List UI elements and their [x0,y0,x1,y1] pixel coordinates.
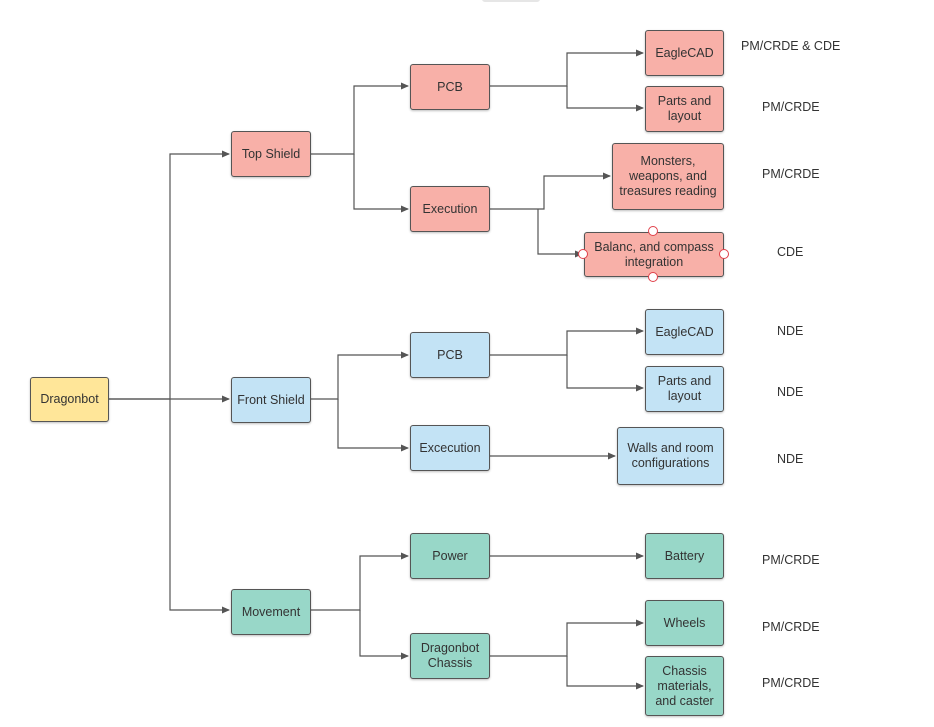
selection-handle-left[interactable] [578,249,588,259]
connector-fs-exec [337,399,409,452]
connector-ts-exec [353,154,409,213]
node-mv-battery[interactable]: Battery [645,533,724,579]
connector-fspcb-eagle [490,327,644,356]
node-movement-power[interactable]: Power [410,533,490,579]
node-fs-parts-layout[interactable]: Parts and layout [645,366,724,412]
node-fs-walls[interactable]: Walls and room configurations [617,427,724,485]
node-top-shield-pcb[interactable]: PCB [410,64,490,110]
node-top-shield-execution[interactable]: Execution [410,186,490,232]
connector-root-movement [169,399,230,614]
selection-handle-top[interactable] [648,226,658,236]
owner-ts-eaglecad: PM/CRDE & CDE [741,39,841,53]
node-mv-materials[interactable]: Chassis materials, and caster [645,656,724,716]
owner-mv-battery: PM/CRDE [762,553,820,567]
connector-root-topshield [109,150,230,400]
owner-fs-eaglecad: NDE [777,324,804,338]
owner-mv-materials: PM/CRDE [762,676,820,690]
node-movement-chassis[interactable]: Dragonbot Chassis [410,633,490,679]
connector-fspcb-parts [566,355,644,392]
selection-handle-bottom[interactable] [648,272,658,282]
owner-fs-parts-layout: NDE [777,385,804,399]
owner-ts-monsters: PM/CRDE [762,167,820,181]
node-front-shield[interactable]: Front Shield [231,377,311,423]
node-ts-monsters[interactable]: Monsters, weapons, and treasures reading [612,143,724,210]
canvas-top-tab[interactable] [482,0,540,2]
connector-tspcb-eagle [490,49,644,87]
node-front-shield-execution[interactable]: Excecution [410,425,490,471]
node-movement[interactable]: Movement [231,589,311,635]
connector-tsexec-monsters [490,172,611,210]
owner-ts-parts-layout: PM/CRDE [762,100,820,114]
owner-fs-walls: NDE [777,452,804,466]
node-mv-wheels[interactable]: Wheels [645,600,724,646]
connector-chassis-wheels [490,619,644,657]
node-fs-eaglecad[interactable]: EagleCAD [645,309,724,355]
owner-ts-balance: CDE [777,245,804,259]
connector-chassis-materials [566,656,644,690]
node-top-shield[interactable]: Top Shield [231,131,311,177]
connector-mv-chassis [359,610,409,660]
node-ts-parts-layout[interactable]: Parts and layout [645,86,724,132]
connector-mv-power [311,552,409,611]
connector-fs-pcb [311,351,409,400]
selection-handle-right[interactable] [719,249,729,259]
node-ts-eaglecad[interactable]: EagleCAD [645,30,724,76]
node-front-shield-pcb[interactable]: PCB [410,332,490,378]
node-ts-balance[interactable]: Balanc, and compass integration [584,232,724,277]
connector-tsexec-balance [537,209,583,258]
connector-ts-pcb [311,82,409,155]
owner-mv-wheels: PM/CRDE [762,620,820,634]
connector-tspcb-parts [566,86,644,112]
node-dragonbot[interactable]: Dragonbot [30,377,109,422]
